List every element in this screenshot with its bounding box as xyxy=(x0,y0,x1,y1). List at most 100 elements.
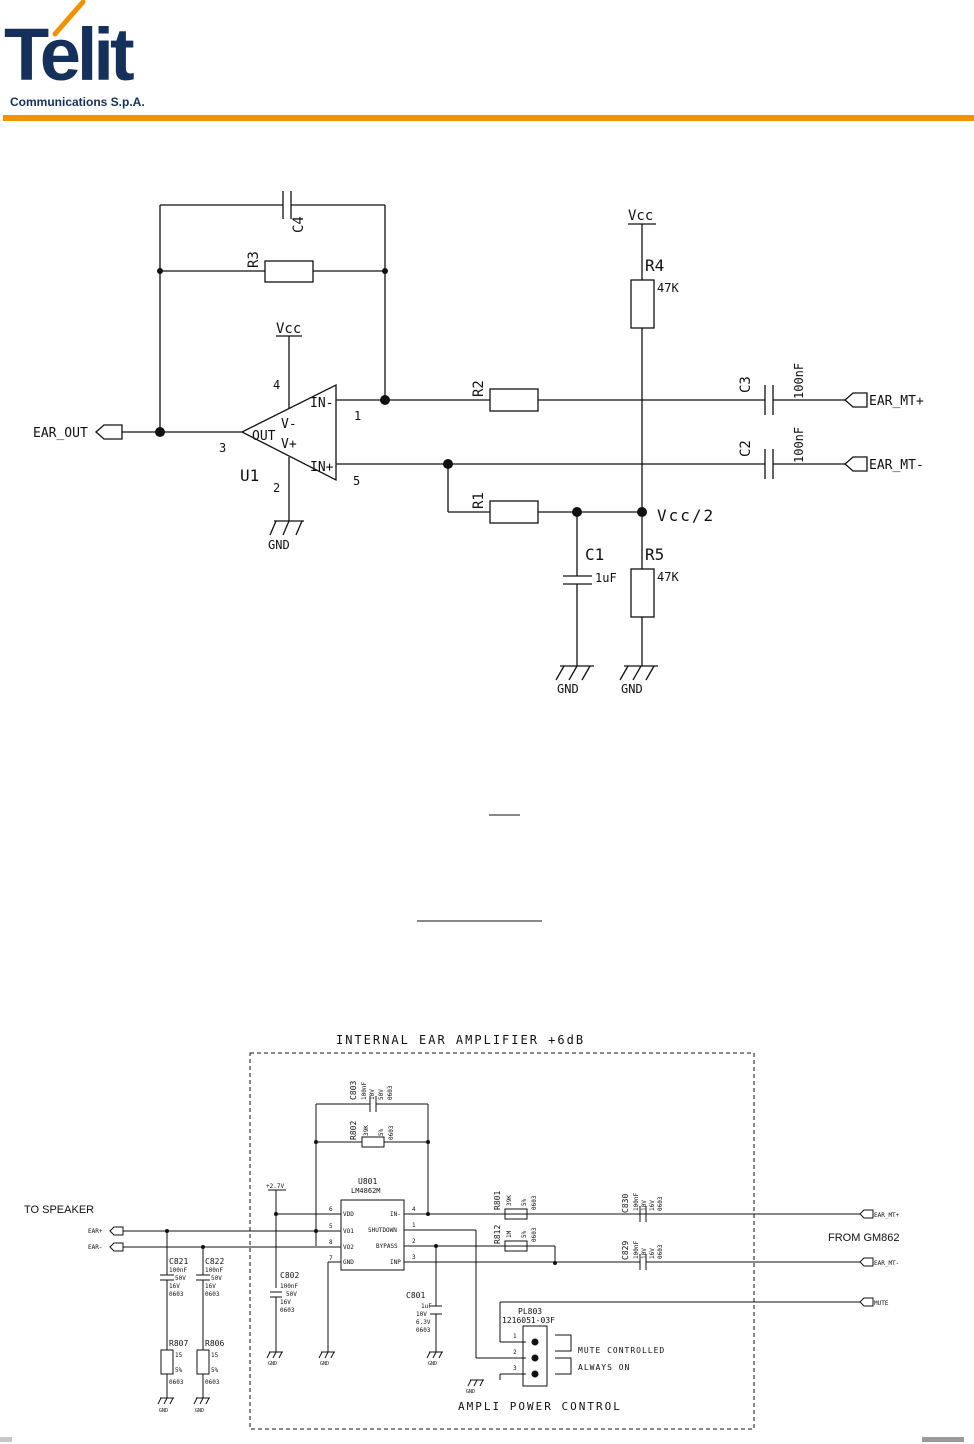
label-pl803-part: 1216051-03F xyxy=(502,1316,555,1325)
connector-pin-2 xyxy=(531,1354,539,1362)
label-out: OUT xyxy=(252,429,276,444)
label-r801-tol: 5% xyxy=(521,1198,528,1206)
label-pin-3: 3 xyxy=(412,1254,416,1261)
label-r812-pkg: 0603 xyxy=(531,1227,538,1242)
label-ear-plus: EAR+ xyxy=(88,1228,103,1235)
label-pin-vo2: VO2 xyxy=(343,1244,354,1251)
label-c821-pkg: 0603 xyxy=(169,1291,184,1298)
dashed-boundary xyxy=(249,1052,755,1430)
label-pin-8: 8 xyxy=(329,1239,333,1246)
label-c801-value: 1uF xyxy=(421,1303,432,1310)
label-gnd-c802: GND xyxy=(268,1361,277,1367)
label-ampli-power-control: AMPLI POWER CONTROL xyxy=(458,1400,622,1413)
label-c821-value: 100nF xyxy=(169,1267,187,1274)
port-ear-mt-plus xyxy=(844,392,868,408)
label-c801-pkg: 0603 xyxy=(416,1327,431,1334)
label-to-speaker: TO SPEAKER xyxy=(24,1204,94,1216)
label-r812-value: 1M xyxy=(506,1230,513,1238)
connector-pin-1 xyxy=(531,1338,539,1346)
label-pin-vdd: VDD xyxy=(343,1211,354,1218)
label-pin-7: 7 xyxy=(329,1255,333,1262)
label-in-minus: IN- xyxy=(310,396,333,411)
label-c822: C822 xyxy=(205,1257,224,1266)
junction-dot xyxy=(155,427,165,437)
schematic-ear-amplifier: C4 R3 Vcc R4 47K Vcc 4 IN- R2 C3 100nF E… xyxy=(33,191,924,696)
label-c803-v1: 10V xyxy=(369,1089,376,1100)
port-ear-mt-plus xyxy=(859,1209,874,1219)
label-r801-pkg: 0603 xyxy=(531,1195,538,1210)
label-r806: R806 xyxy=(205,1339,224,1348)
footer-marker-left xyxy=(0,1437,12,1442)
label-c1: C1 xyxy=(585,545,604,564)
label-c821: C821 xyxy=(169,1257,188,1266)
label-r3: R3 xyxy=(246,251,262,268)
label-c822-value: 100nF xyxy=(205,1267,223,1274)
label-always-on: ALWAYS ON xyxy=(578,1363,630,1372)
label-c802-value: 100nF xyxy=(280,1283,298,1290)
label-u1: U1 xyxy=(240,466,259,485)
label-gnd-opamp: GND xyxy=(268,538,290,552)
label-connector-pin1: 1 xyxy=(513,1333,517,1340)
label-pin-vo1: VO1 xyxy=(343,1228,354,1235)
label-title: INTERNAL EAR AMPLIFIER +6dB xyxy=(336,1033,585,1047)
label-c822-v2: 16V xyxy=(205,1283,216,1290)
label-pin-5: 5 xyxy=(329,1223,333,1230)
label-c801-v: 10V xyxy=(416,1311,427,1318)
label-r4: R4 xyxy=(645,256,664,275)
label-c803-v2: 50V xyxy=(378,1089,385,1100)
label-r802-pkg: 0603 xyxy=(388,1125,395,1140)
port-ear-plus xyxy=(109,1226,124,1236)
label-pin3: 3 xyxy=(219,441,226,455)
header-divider xyxy=(3,115,974,121)
label-pin-inp: INP xyxy=(390,1259,401,1266)
resistor-r4 xyxy=(630,279,655,329)
label-ear-out: EAR_OUT xyxy=(33,426,88,441)
label-r812: R812 xyxy=(493,1225,502,1244)
label-pin4: 4 xyxy=(273,378,280,392)
port-ear-minus xyxy=(109,1242,124,1252)
port-ear-mt-minus xyxy=(844,456,868,472)
label-r802: R802 xyxy=(349,1121,358,1140)
label-r812-tol: 5% xyxy=(521,1230,528,1238)
label-gnd-c1: GND xyxy=(557,682,579,696)
label-pin5: 5 xyxy=(353,474,360,488)
label-c3-value: 100nF xyxy=(792,363,806,399)
label-pl803: PL803 xyxy=(518,1307,542,1316)
resistor-r801 xyxy=(504,1208,528,1220)
label-mute: MUTE xyxy=(874,1300,889,1307)
label-c829-pkg: 0603 xyxy=(657,1244,664,1259)
label-v-plus: V+ xyxy=(281,437,297,452)
company-subtitle: Communications S.p.A. xyxy=(10,95,145,109)
label-ear-mt-plus: EAR_MT+ xyxy=(874,1212,900,1219)
label-ear-mt-minus: EAR_MT- xyxy=(874,1260,899,1267)
label-c830-v: 10V xyxy=(641,1200,648,1211)
schematic-internal-ear-amplifier: INTERNAL EAR AMPLIFIER +6dB C803 100nF 1… xyxy=(24,1033,900,1430)
label-r802-tol: 5% xyxy=(378,1128,385,1136)
port-ear-out xyxy=(95,424,123,440)
label-vcc-half: Vcc/2 xyxy=(657,506,715,525)
opamp-u1 xyxy=(240,383,337,482)
resistor-r1 xyxy=(489,500,539,524)
label-vcc-opamp: Vcc xyxy=(276,321,301,337)
label-pin-1: 1 xyxy=(412,1222,416,1229)
label-c803-value: 100nF xyxy=(361,1082,368,1100)
label-gnd-r806: GND xyxy=(195,1408,204,1414)
logo-swoosh-icon xyxy=(52,0,86,37)
label-c822-v: 50V xyxy=(211,1275,222,1282)
label-supply-2v7: +2.7V xyxy=(266,1183,284,1190)
label-pin1: 1 xyxy=(354,409,361,423)
label-in-plus: IN+ xyxy=(310,460,334,475)
label-c1-value: 1uF xyxy=(595,571,617,585)
resistor-r812 xyxy=(504,1240,528,1252)
label-c2: C2 xyxy=(738,440,754,457)
label-c802-pkg: 0603 xyxy=(280,1307,295,1314)
separator-lines xyxy=(417,814,542,922)
label-c2-value: 100nF xyxy=(792,427,806,463)
label-c830: C830 xyxy=(621,1194,630,1213)
junction-dot xyxy=(637,507,647,517)
gnd-symbols xyxy=(157,1351,484,1405)
label-c830-v2: 16V xyxy=(649,1200,656,1211)
connector-pin-3 xyxy=(531,1370,539,1378)
resistor-r807 xyxy=(160,1349,174,1375)
label-gnd-connector: GND xyxy=(466,1389,475,1395)
